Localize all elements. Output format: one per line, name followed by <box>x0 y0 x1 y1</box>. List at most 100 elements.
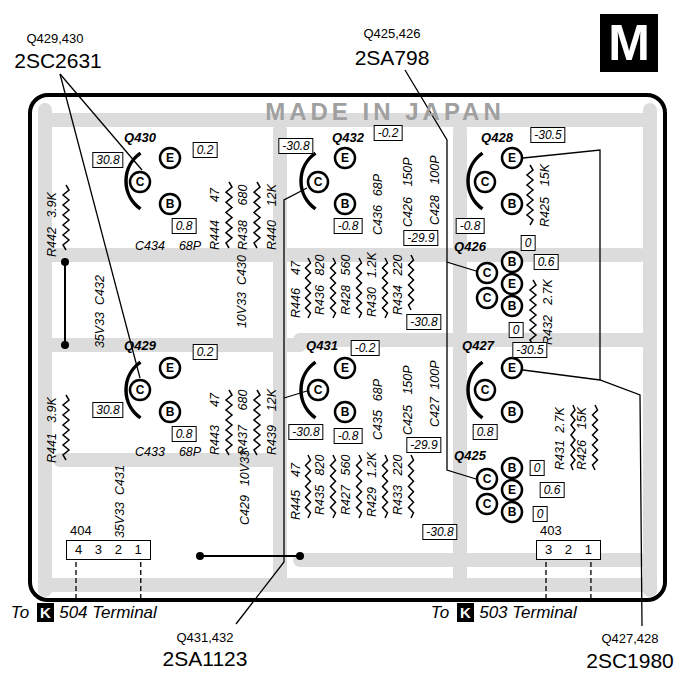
voltage-box: -29.9 <box>406 437 441 453</box>
resistor-symbol <box>357 455 362 518</box>
voltage-box: 0.8 <box>172 218 197 234</box>
node-text: -29.9 <box>407 232 434 244</box>
node-text: -0.2 <box>378 127 399 139</box>
pin-pad <box>160 358 180 378</box>
component-value: 3.9K <box>46 397 59 423</box>
component-value: 100P <box>429 360 442 389</box>
voltage-box: 0.2 <box>193 344 218 360</box>
pin-letter: B <box>508 256 517 268</box>
resistor-symbol <box>383 455 388 518</box>
node-text: -30.5 <box>516 344 543 356</box>
component-value: 3.9K <box>46 192 59 218</box>
node-text: -0.2 <box>355 342 376 354</box>
pin-pad <box>502 296 522 316</box>
pin-letter: B <box>341 198 350 210</box>
resistor-symbol <box>63 395 69 460</box>
pin-pad <box>308 172 328 192</box>
pin-letter: C <box>483 473 492 485</box>
component-value: 680 <box>237 185 250 206</box>
node-text: 0 <box>534 462 541 474</box>
pin-numbers: 3 2 1 <box>536 540 601 560</box>
component-value: C434 <box>135 240 165 253</box>
pin-letter: C <box>314 176 323 188</box>
component-value: 47 <box>209 188 222 202</box>
jumper-wire <box>64 262 66 345</box>
node-text: -0.8 <box>338 430 359 442</box>
pin-pad <box>477 469 497 489</box>
transistor-label: Q425 <box>454 449 486 462</box>
component-value: 47 <box>290 463 303 477</box>
voltage-box: -30.8 <box>422 524 457 540</box>
component-value: 68P <box>179 240 201 253</box>
node-text: 0.6 <box>538 256 555 268</box>
pin-pad <box>502 402 522 422</box>
resistor-symbol <box>409 255 414 310</box>
voltage-box: 0.6 <box>534 254 559 270</box>
pin-pad <box>475 172 495 192</box>
transistor-label: Q431 <box>306 339 338 352</box>
component-value: C427 <box>429 397 442 427</box>
component-value: R433 <box>392 485 405 515</box>
pin-letter: B <box>508 300 517 312</box>
voltage-box: -0.2 <box>374 125 403 141</box>
voltage-box: 0.2 <box>193 142 218 158</box>
voltage-box: 0.8 <box>473 424 498 440</box>
component-value: R431 <box>554 440 567 470</box>
node-text: -0.8 <box>460 220 481 232</box>
component-value: R430 <box>366 287 379 317</box>
pin-letter: E <box>508 484 516 496</box>
voltage-box: -29.9 <box>403 230 438 246</box>
pin-pad <box>335 358 355 378</box>
component-value: C436 <box>372 205 385 235</box>
resistor-symbol <box>357 258 362 318</box>
node-text: 0.8 <box>477 426 494 438</box>
pin-pad <box>502 148 522 168</box>
copper-trace <box>643 110 657 590</box>
pin-pad <box>502 358 522 378</box>
connector-block: 4033 2 1 <box>536 524 601 560</box>
node-text: 0 <box>525 237 532 249</box>
terminal-note: 503 Terminal <box>479 604 577 621</box>
component-value: 15K <box>539 164 552 186</box>
node-text: -30.8 <box>410 316 437 328</box>
component-value: R435 <box>314 485 327 515</box>
resistor-symbol <box>383 258 388 318</box>
solder-pad <box>61 258 69 266</box>
cable-line <box>75 562 76 598</box>
component-value: R445 <box>290 490 303 520</box>
component-value: R436 <box>314 285 327 315</box>
leader-line <box>523 370 642 626</box>
terminal-note: 504 Terminal <box>59 604 157 621</box>
voltage-box: -0.8 <box>456 218 485 234</box>
pin-pad <box>335 148 355 168</box>
component-value: 68P <box>179 446 201 459</box>
transistor-label: Q432 <box>332 131 364 144</box>
component-value: R426 <box>576 440 589 470</box>
pin-letter: C <box>483 292 492 304</box>
pin-pad <box>475 380 495 400</box>
component-value: C429 <box>239 495 252 525</box>
component-value: 47 <box>209 393 222 407</box>
component-value: 820 <box>314 255 327 276</box>
component-value: R441 <box>46 433 59 463</box>
pin-letter: C <box>483 498 492 510</box>
pin-pad <box>160 402 180 422</box>
component-value: R432 <box>542 315 555 345</box>
pin-letter: E <box>508 152 516 164</box>
component-value: R438 <box>237 220 250 250</box>
pin-pad <box>308 380 328 400</box>
component-value: 2.7K <box>554 407 567 433</box>
pin-pad <box>335 194 355 214</box>
pin-pad <box>160 194 180 214</box>
pin-pad <box>477 288 497 308</box>
resistor-symbol <box>226 182 232 248</box>
node-text: -30.8 <box>292 426 319 438</box>
connector-number: 404 <box>66 524 151 540</box>
component-value: 820 <box>314 455 327 476</box>
node-text: 0.2 <box>197 346 214 358</box>
section-badge: K <box>457 603 474 622</box>
copper-trace <box>453 130 467 580</box>
copper-trace <box>45 338 300 352</box>
node-text: 0.2 <box>197 144 214 156</box>
pin-letter: B <box>166 406 175 418</box>
